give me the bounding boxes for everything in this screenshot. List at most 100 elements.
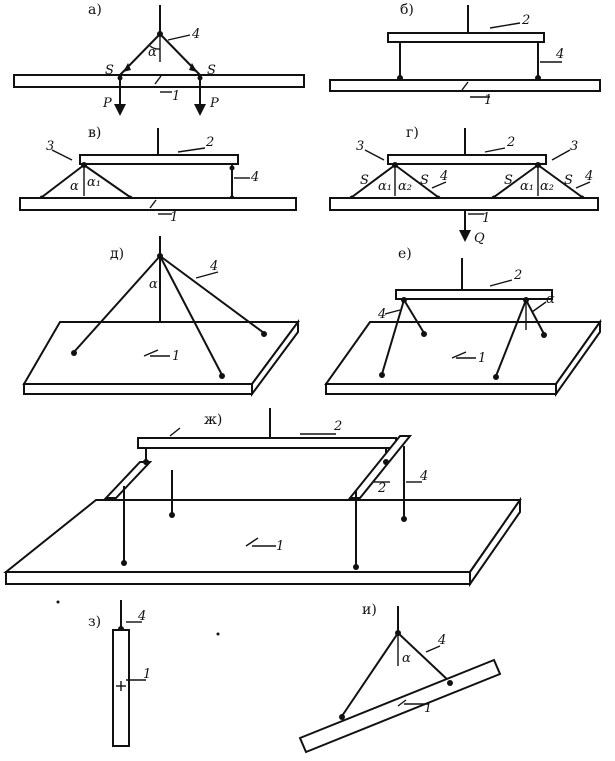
- sling-right: [397, 632, 451, 683]
- traverse-beam: [79, 154, 239, 165]
- force-arrow-right: [189, 63, 197, 72]
- panel-d: д) α 4 1: [22, 236, 300, 398]
- element-mark: [143, 349, 159, 357]
- sling-left-b: [394, 164, 439, 198]
- sling-4: [525, 299, 545, 335]
- load-label-right: P: [209, 96, 219, 111]
- element-number: 1: [276, 539, 284, 554]
- leader-3-right: [551, 149, 571, 161]
- leader-4-left: [431, 181, 447, 189]
- angle-alpha: α: [70, 179, 79, 194]
- sling-number: 4: [209, 259, 218, 274]
- attach-1: [71, 350, 77, 356]
- element-slab-side: [251, 318, 299, 398]
- load-arrow-left: [114, 104, 126, 116]
- sling3-right-number: 3: [570, 139, 578, 154]
- sling-number: 4: [419, 469, 428, 484]
- angle-arc: [149, 45, 161, 50]
- sling-right-a: [493, 164, 539, 198]
- sling-1: [73, 255, 161, 353]
- leader-4-right: [575, 181, 591, 189]
- leader-3-left: [364, 149, 385, 161]
- element-slab-side: [469, 496, 521, 588]
- attach-1: [379, 372, 385, 378]
- attach-top: [229, 165, 235, 171]
- panel-b-caption: б): [400, 2, 414, 18]
- leader-4: [167, 34, 191, 41]
- sling-1: [381, 299, 405, 375]
- sling-2: [159, 255, 265, 334]
- leader-2: [489, 279, 513, 287]
- panel-e-caption: е): [398, 246, 412, 262]
- beam-number: 2: [513, 268, 522, 283]
- element-number: 1: [172, 89, 180, 104]
- angle-a4: α₂: [540, 179, 554, 194]
- panel-g-caption: г): [406, 125, 419, 141]
- sling-number: 4: [191, 27, 200, 42]
- sling4-right-number: 4: [584, 169, 593, 184]
- beam-end-mark: [169, 427, 181, 437]
- attach-right: [447, 680, 453, 686]
- angle-label: α: [148, 45, 157, 60]
- load-arrow: [459, 230, 471, 242]
- panel-b: б) 2 4 1: [329, 2, 601, 108]
- panel-d-caption: д): [110, 246, 124, 262]
- panel-v: в) 2 3 α α₁ 4 1: [19, 125, 297, 225]
- beam-top-number: 2: [333, 419, 342, 434]
- angle-a1: α₁: [378, 179, 392, 194]
- element-number: 1: [484, 93, 492, 108]
- node-right: [383, 459, 389, 465]
- side-beam-right: [347, 435, 413, 499]
- element-number: 1: [424, 701, 432, 716]
- leader-4: [425, 645, 441, 653]
- element-mark: [397, 699, 407, 707]
- angle-label: α: [149, 277, 158, 292]
- panel-zh-caption: ж): [204, 412, 222, 428]
- force-label-left: S: [105, 63, 114, 78]
- traverse-beam-top: [137, 437, 397, 449]
- beam-side-number: 2: [377, 481, 386, 496]
- angle-label: α: [546, 292, 555, 307]
- panel-v-caption: в): [88, 125, 101, 141]
- leader-4: [195, 271, 219, 279]
- sling-3: [495, 299, 527, 377]
- force-s2: S: [420, 173, 429, 188]
- attach-1: [121, 560, 127, 566]
- sling4-left-number: 4: [439, 169, 448, 184]
- element-mark: [245, 537, 259, 547]
- element-mark: [461, 81, 469, 91]
- sling-number: 4: [377, 307, 386, 322]
- traverse-beam: [387, 32, 545, 43]
- attach-2: [261, 331, 267, 337]
- panel-a-caption: а): [88, 2, 102, 18]
- element-plate: [329, 197, 599, 211]
- force-s1: S: [360, 173, 369, 188]
- side-beam-left: [103, 461, 153, 499]
- load-label-left: P: [102, 96, 112, 111]
- attach-3: [219, 373, 225, 379]
- leader-alpha: [531, 301, 547, 313]
- sling3-number: 3: [46, 139, 54, 154]
- force-s3: S: [504, 173, 513, 188]
- sling-left-a: [351, 164, 396, 198]
- beam-number: 2: [506, 135, 515, 150]
- beam-number: 2: [205, 135, 214, 150]
- panel-z: з) 4 1: [88, 600, 151, 747]
- element-mark: [154, 75, 162, 85]
- angle-label: α: [402, 651, 411, 666]
- stray-mark: [216, 632, 220, 636]
- element-number: 1: [478, 351, 486, 366]
- traverse-beam: [395, 289, 553, 300]
- panel-zh: ж) 2 2 4 1: [3, 408, 522, 588]
- leader-2: [489, 22, 521, 29]
- attach-right: [197, 75, 203, 81]
- panel-i-caption: и): [362, 602, 377, 618]
- panel-g: г) 2 3 S α₁ α₂ S 4 3 S α₁ α₂ S 4: [329, 125, 599, 246]
- attach-3: [493, 374, 499, 380]
- sling-number: 4: [437, 633, 446, 648]
- force-arrow-left: [123, 63, 131, 72]
- panel-z-caption: з): [88, 614, 101, 630]
- force-label-right: S: [207, 63, 216, 78]
- element-slab-top: [22, 321, 300, 385]
